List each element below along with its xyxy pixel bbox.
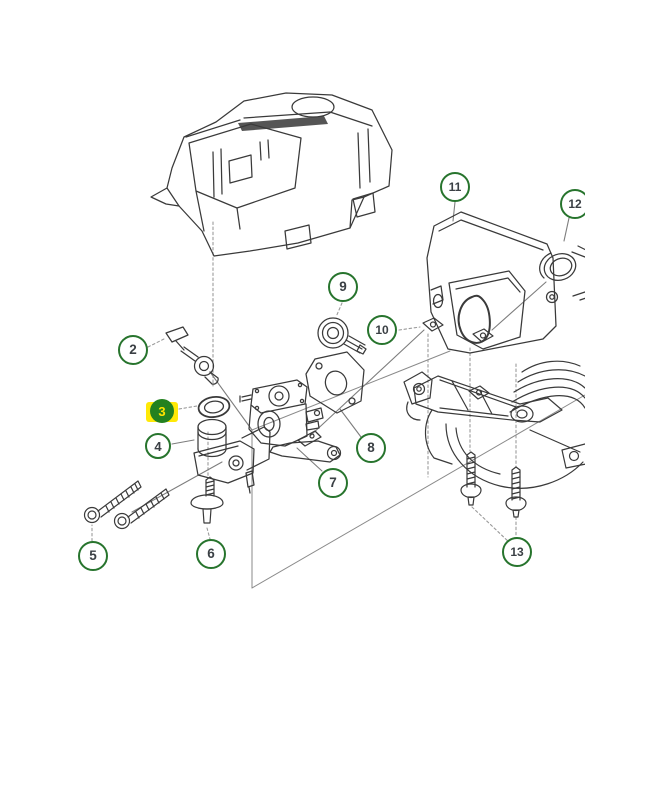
part-engine-crankcase <box>403 360 587 489</box>
right-crop-margin <box>585 0 652 800</box>
part-cylinder-cover <box>150 92 393 257</box>
construction-lines <box>251 350 586 589</box>
part-intake-manifold <box>193 418 271 494</box>
part-choke-lever <box>165 326 219 385</box>
part-airbox-bracket <box>426 211 557 354</box>
callout-4[interactable]: 4 <box>145 433 171 459</box>
callout-5[interactable]: 5 <box>78 541 108 571</box>
part-mounting-bolts <box>83 480 170 530</box>
callout-13[interactable]: 13 <box>502 537 532 567</box>
callout-3[interactable]: 3 <box>150 399 174 423</box>
callout-8[interactable]: 8 <box>356 433 386 463</box>
callout-7[interactable]: 7 <box>318 468 348 498</box>
part-o-ring <box>197 395 231 419</box>
callout-2[interactable]: 2 <box>118 335 148 365</box>
callout-6[interactable]: 6 <box>196 539 226 569</box>
callout-11[interactable]: 11 <box>440 172 470 202</box>
leader-lines <box>91 201 570 545</box>
part-screws-13 <box>460 451 527 518</box>
callout-9[interactable]: 9 <box>328 272 358 302</box>
highlight-marker: 3 <box>146 399 178 423</box>
part-gasket <box>305 351 365 414</box>
part-screw-6 <box>190 476 224 524</box>
callout-10[interactable]: 10 <box>367 315 397 345</box>
part-primer-bulb <box>317 317 367 355</box>
part-carburetor <box>239 379 342 463</box>
